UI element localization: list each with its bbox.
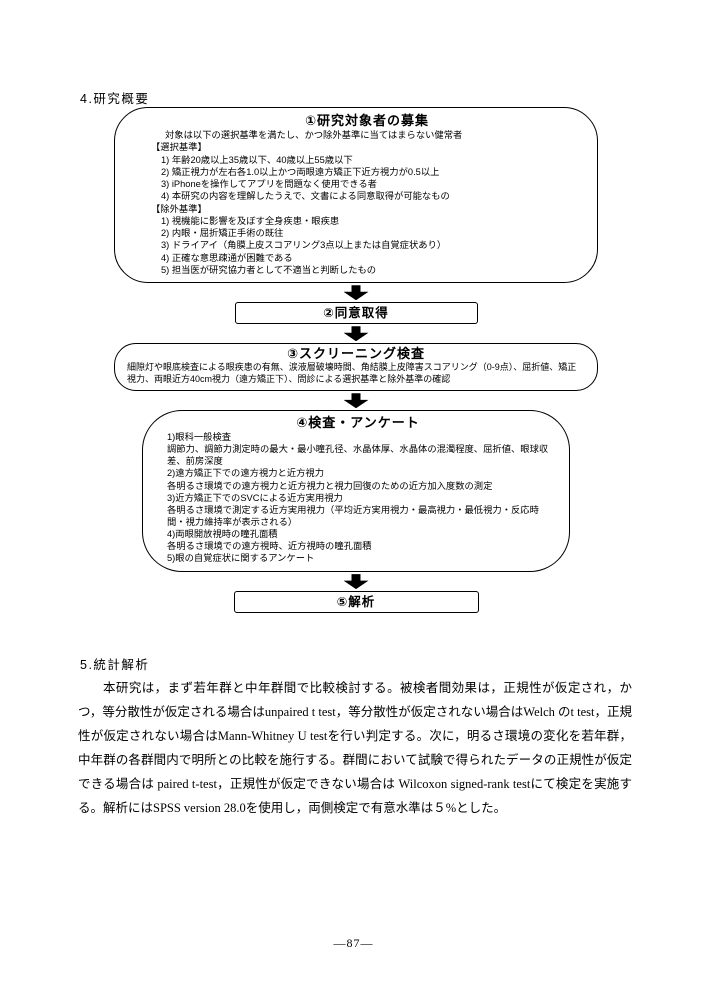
statistical-analysis-paragraph: 本研究は，まず若年群と中年群間で比較検討する。被検者間効果は，正規性が仮定され，…: [78, 681, 632, 815]
selection-criteria-item: 4) 本研究の内容を理解したうえで、文書による同意取得が可能なもの: [161, 191, 450, 202]
selection-criteria-item: 3) iPhoneを操作してアプリを問題なく使用できる者: [161, 179, 377, 190]
tests-line: 各明るさ環境での遠方視力と近方視力と視力回復のための近方加入度数の測定: [167, 480, 493, 491]
down-arrow-icon: [343, 326, 369, 342]
flow-box-analysis: ⑤解析: [233, 591, 479, 614]
tests-line: 3)近方矯正下でのSVCによる近方実用視力: [167, 492, 343, 503]
analysis-title: ⑤解析: [336, 595, 376, 610]
tests-body: 1)眼科一般検査 調節力、調節力測定時の最大・最小瞳孔径、水晶体厚、水晶体の混濁…: [167, 431, 549, 564]
exclusion-criteria-item: 5) 担当医が研究協力者として不適当と判断したもの: [161, 264, 377, 275]
selection-criteria-item: 2) 矯正視力が左右各1.0以上かつ両眼遠方矯正下近方視力が0.5以上: [161, 166, 440, 177]
selection-criteria-header: 【選択基準】: [151, 142, 207, 153]
down-arrow-icon: [343, 574, 369, 590]
tests-line: 各明るさ環境で測定する近方実用視力（平均近方実用視力・最高視力・最低視力・反応時…: [167, 504, 539, 527]
flow-box-screening: ③スクリーニング検査 細隙灯や眼底検査による眼疾患の有無、涙液層破壊時間、角結膜…: [114, 343, 598, 392]
tests-line: 1)眼科一般検査: [167, 432, 232, 443]
tests-line: 4)両眼開放視時の瞳孔面積: [167, 528, 278, 539]
selection-criteria-item: 1) 年齢20歳以上35歳以下、40歳以上55歳以下: [161, 154, 353, 165]
exclusion-criteria-header: 【除外基準】: [151, 203, 207, 214]
exclusion-criteria-item: 1) 視機能に影響を及ぼす全身疾患・眼疾患: [161, 215, 340, 226]
screening-body: 細隙灯や眼底検査による眼疾患の有無、涙液層破壊時間、角結膜上皮障害スコアリング（…: [127, 362, 577, 384]
tests-line: 5)眼の自覚症状に関するアンケート: [167, 553, 315, 563]
exclusion-criteria-item: 3) ドライアイ（角膜上皮スコアリング3点以上または自覚症状あり）: [161, 240, 447, 251]
recruitment-intro: 対象は以下の選択基準を満たし、かつ除外基準に当てはまらない健常者: [165, 130, 463, 140]
recruitment-body: 対象は以下の選択基準を満たし、かつ除外基準に当てはまらない健常者 【選択基準】 …: [151, 129, 583, 276]
consent-title: ②同意取得: [323, 306, 389, 321]
tests-title: ④検査・アンケート: [296, 415, 420, 431]
tests-line: 各明るさ環境での遠方視時、近方視時の瞳孔面積: [167, 540, 372, 551]
flow-box-recruitment: ①研究対象者の募集 対象は以下の選択基準を満たし、かつ除外基準に当てはまらない健…: [114, 107, 598, 284]
recruitment-title: ①研究対象者の募集: [304, 113, 429, 128]
exclusion-criteria-item: 4) 正確な意思疎通が困難である: [161, 252, 293, 263]
section-4-heading: 4.研究概要: [80, 92, 150, 106]
section-5-heading: 5.統計解析: [80, 658, 150, 672]
flow-box-consent: ②同意取得: [234, 302, 478, 325]
tests-line: 調節力、調節力測定時の最大・最小瞳孔径、水晶体厚、水晶体の混濁程度、屈折値、眼球…: [167, 444, 549, 467]
flow-box-tests: ④検査・アンケート 1)眼科一般検査 調節力、調節力測定時の最大・最小瞳孔径、水…: [142, 410, 570, 573]
tests-line: 2)遠方矯正下での遠方視力と近方視力: [167, 468, 325, 479]
screening-title: ③スクリーニング検査: [286, 346, 425, 362]
down-arrow-icon: [343, 285, 369, 301]
study-flowchart: ①研究対象者の募集 対象は以下の選択基準を満たし、かつ除外基準に当てはまらない健…: [114, 107, 598, 614]
down-arrow-icon: [343, 393, 369, 409]
page-number: —87—: [333, 936, 374, 950]
exclusion-criteria-item: 2) 内眼・屈折矯正手術の既往: [161, 228, 284, 239]
